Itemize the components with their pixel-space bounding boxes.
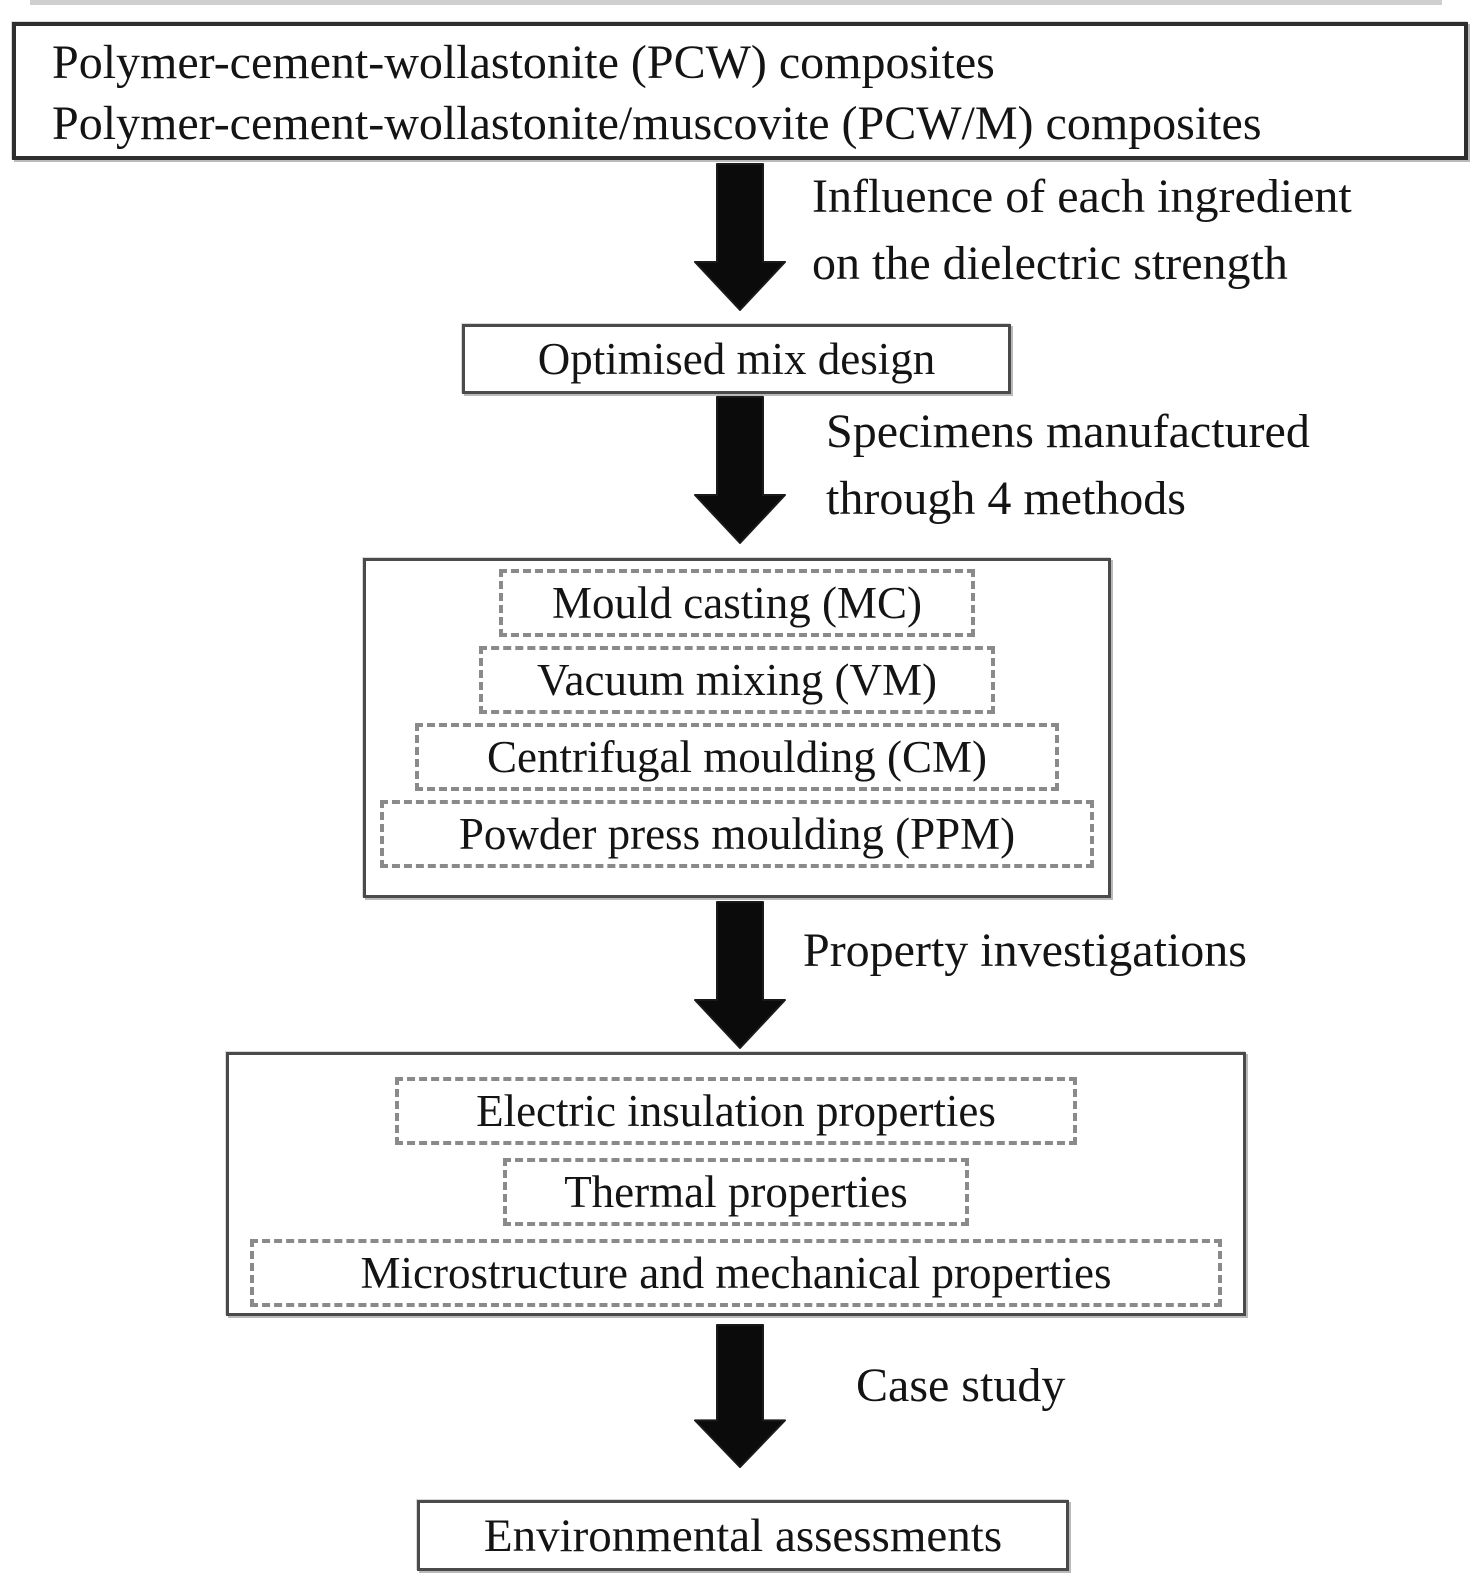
- method-item-mould-casting: Mould casting (MC): [499, 569, 975, 637]
- composites-title-line-2: Polymer-cement-wollastonite/muscovite (P…: [52, 97, 1262, 150]
- environmental-assessments-box: Environmental assessments: [417, 1500, 1069, 1571]
- method-item-powder-press-moulding: Powder press moulding (PPM): [380, 800, 1094, 868]
- down-arrow-icon: [692, 1322, 788, 1470]
- arrow-label-property-investigations: Property investigations: [803, 924, 1247, 977]
- method-item-vacuum-mixing: Vacuum mixing (VM): [479, 646, 995, 714]
- arrow-label-specimens: Specimens manufactured through 4 methods: [826, 398, 1310, 532]
- down-arrow-icon: [692, 161, 788, 313]
- arrow-label-case-study: Case study: [856, 1359, 1066, 1412]
- arrow-label-influence-line-2: on the dielectric strength: [812, 237, 1288, 290]
- method-item-centrifugal-moulding: Centrifugal moulding (CM): [415, 723, 1059, 791]
- environmental-assessments-label: Environmental assessments: [483, 1509, 1003, 1562]
- composites-title-line-1: Polymer-cement-wollastonite (PCW) compos…: [52, 36, 995, 89]
- optimised-mix-design-label: Optimised mix design: [537, 334, 936, 384]
- property-item-electric-insulation: Electric insulation properties: [395, 1077, 1077, 1145]
- property-investigations-box: Electric insulation properties Thermal p…: [226, 1052, 1246, 1316]
- property-item-microstructure-mechanical: Microstructure and mechanical properties: [250, 1239, 1222, 1307]
- top-edge-artifact: [30, 0, 1442, 5]
- arrow-label-influence-line-1: Influence of each ingredient: [812, 170, 1352, 223]
- property-item-thermal: Thermal properties: [503, 1158, 969, 1226]
- arrow-label-influence: Influence of each ingredient on the diel…: [812, 163, 1352, 297]
- composites-title-box: Polymer-cement-wollastonite (PCW) compos…: [12, 22, 1468, 160]
- down-arrow-icon: [692, 899, 788, 1051]
- manufacturing-methods-box: Mould casting (MC) Vacuum mixing (VM) Ce…: [363, 558, 1111, 898]
- arrow-label-specimens-line-2: through 4 methods: [826, 472, 1186, 525]
- optimised-mix-design-box: Optimised mix design: [462, 324, 1011, 394]
- arrow-label-specimens-line-1: Specimens manufactured: [826, 405, 1310, 458]
- down-arrow-icon: [692, 394, 788, 546]
